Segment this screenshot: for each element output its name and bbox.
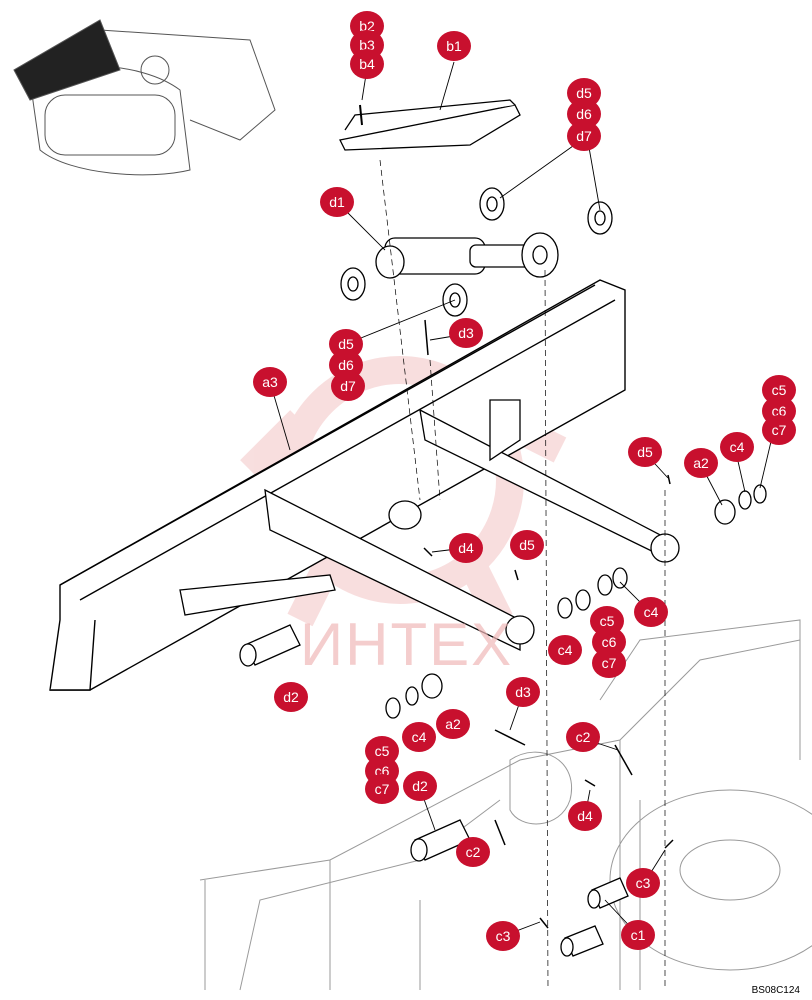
callout-c2: c2 bbox=[566, 722, 600, 752]
watermark-text: ИНТЕХ bbox=[300, 611, 514, 678]
callout-d4: d4 bbox=[568, 801, 602, 831]
cylinder-d1 bbox=[375, 232, 559, 279]
callout-a2: a2 bbox=[436, 709, 470, 739]
callout-c4: c4 bbox=[402, 722, 436, 752]
callout-a2: a2 bbox=[684, 448, 718, 478]
drawing-code: BS08C124 bbox=[751, 985, 800, 996]
callout-d7: d7 bbox=[331, 371, 365, 401]
callout-d3: d3 bbox=[506, 677, 540, 707]
callout-c2: c2 bbox=[456, 837, 490, 867]
callout-b4: b4 bbox=[350, 49, 384, 79]
inset-machine-thumbnail bbox=[13, 19, 276, 176]
callout-c3: c3 bbox=[626, 868, 660, 898]
callout-d4: d4 bbox=[449, 533, 483, 563]
bushings-rings bbox=[385, 484, 767, 719]
callout-d2: d2 bbox=[274, 682, 308, 712]
callout-c7: c7 bbox=[762, 415, 796, 445]
dozer-arms bbox=[179, 399, 680, 652]
callout-a3: a3 bbox=[253, 367, 287, 397]
bolt-b2-b4 bbox=[359, 104, 363, 126]
mounting-plate-b1 bbox=[339, 99, 521, 151]
callout-c7: c7 bbox=[365, 774, 399, 804]
callout-d2: d2 bbox=[403, 771, 437, 801]
callout-d7: d7 bbox=[567, 121, 601, 151]
callout-b1: b1 bbox=[437, 31, 471, 61]
callout-c3: c3 bbox=[486, 921, 520, 951]
callout-c7: c7 bbox=[592, 648, 626, 678]
bolts bbox=[423, 319, 674, 929]
centre-lines bbox=[379, 159, 666, 991]
pins-c1 bbox=[560, 877, 629, 957]
callout-d3: d3 bbox=[449, 318, 483, 348]
callout-c1: c1 bbox=[621, 920, 655, 950]
callout-c4: c4 bbox=[720, 432, 754, 462]
callout-d1: d1 bbox=[320, 187, 354, 217]
callout-d5: d5 bbox=[510, 530, 544, 560]
callout-c4: c4 bbox=[548, 635, 582, 665]
callout-c4: c4 bbox=[634, 597, 668, 627]
callout-d5: d5 bbox=[628, 437, 662, 467]
pins-d2 bbox=[239, 624, 471, 862]
